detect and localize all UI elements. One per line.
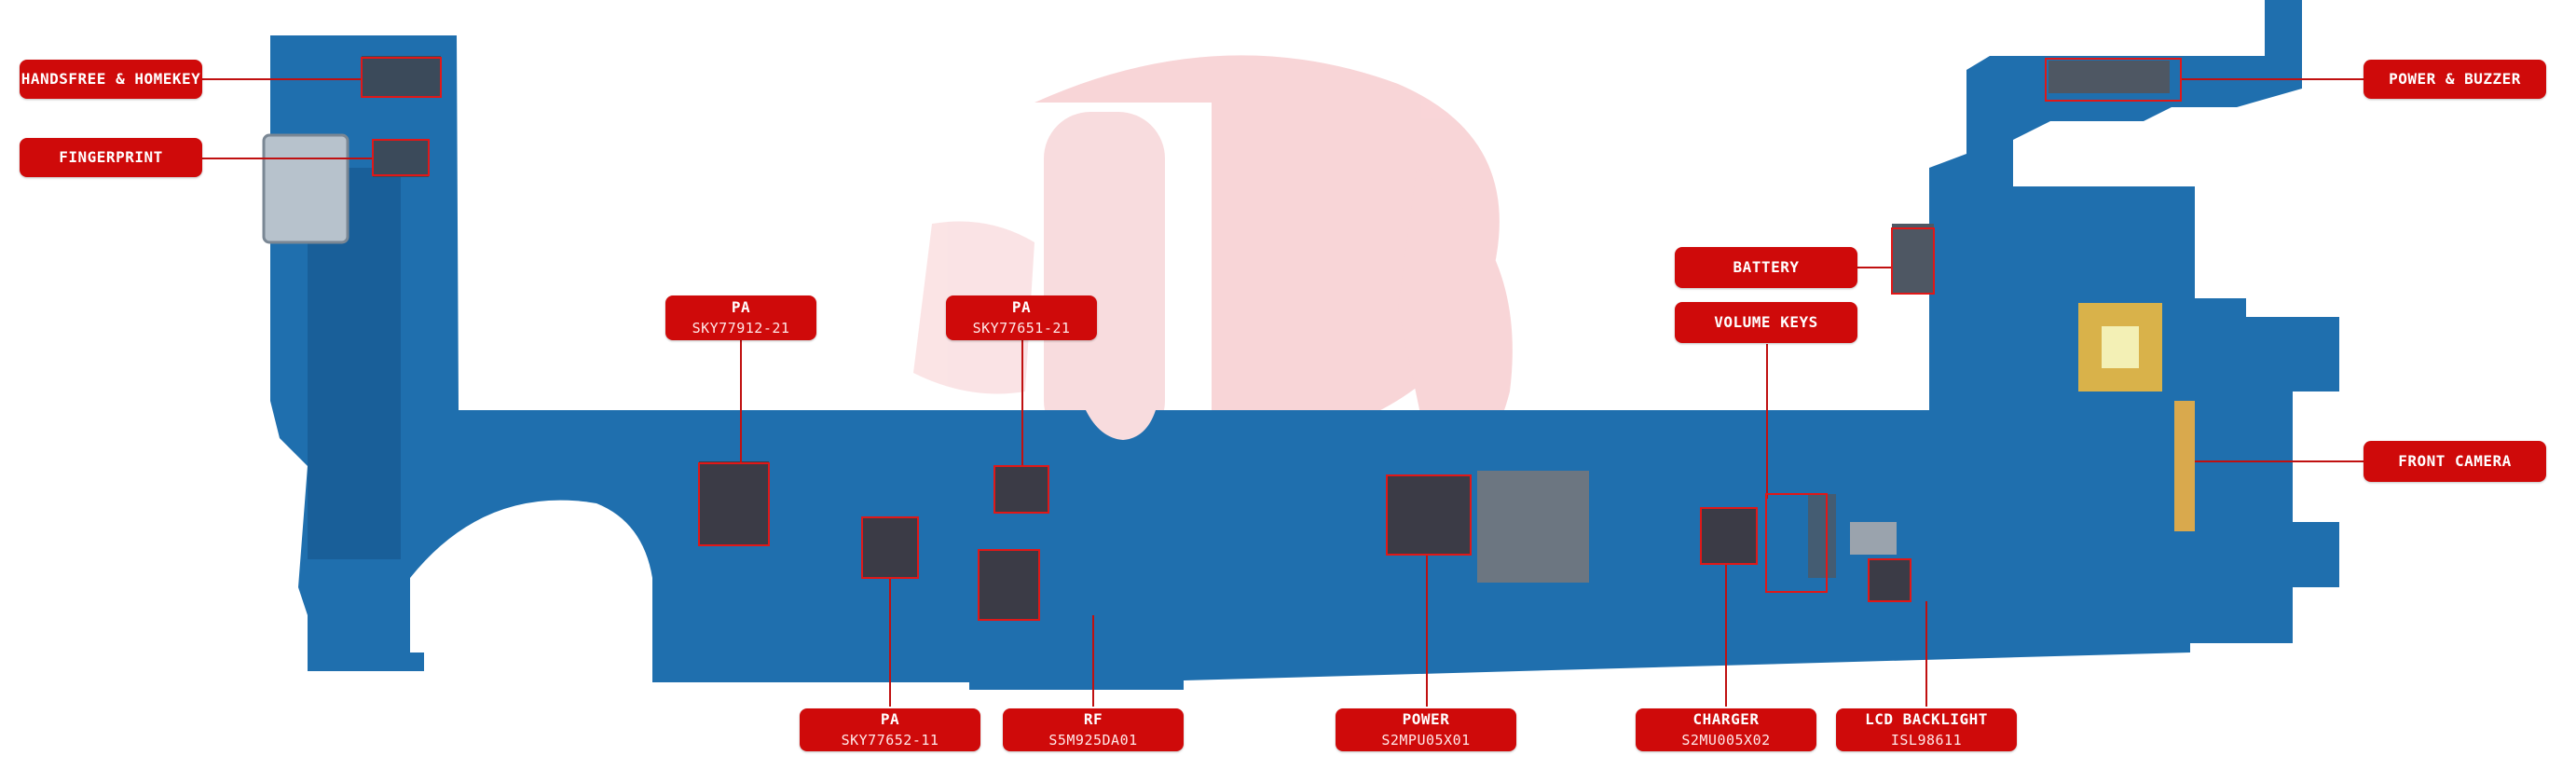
label-pa-1-name: PA: [731, 298, 751, 317]
label-front-camera-name: FRONT CAMERA: [2398, 451, 2512, 470]
label-fingerprint: FINGERPRINT: [20, 138, 202, 177]
label-front-camera: FRONT CAMERA: [2364, 441, 2546, 482]
label-pa-1-part: SKY77912-21: [692, 319, 790, 337]
label-battery: BATTERY: [1675, 247, 1857, 288]
label-pa-1: PA SKY77912-21: [665, 295, 816, 340]
label-lcd-backlight-name: LCD BACKLIGHT: [1865, 710, 1988, 729]
label-lcd-backlight: LCD BACKLIGHT ISL98611: [1836, 708, 2017, 751]
label-pa-3-name: PA: [880, 710, 900, 729]
label-pa-2-name: PA: [1011, 298, 1032, 317]
usb-connector: [262, 133, 349, 244]
label-pa-3: PA SKY77652-11: [800, 708, 980, 751]
label-pa-2: PA SKY77651-21: [946, 295, 1097, 340]
pcb-arc-cutout: [410, 500, 652, 652]
label-handsfree-homekey-name: HANDSFREE & HOMEKEY: [21, 69, 201, 88]
label-battery-name: BATTERY: [1733, 257, 1800, 276]
label-power-name: POWER: [1402, 710, 1450, 729]
label-lcd-backlight-part: ISL98611: [1890, 731, 1963, 749]
label-power-part: S2MPU05X01: [1381, 731, 1471, 749]
label-volume-keys: VOLUME KEYS: [1675, 302, 1857, 343]
label-rf-name: RF: [1083, 710, 1103, 729]
label-fingerprint-name: FINGERPRINT: [59, 147, 163, 166]
watermark-logo: B: [913, 55, 1513, 485]
label-handsfree-homekey: HANDSFREE & HOMEKEY: [20, 60, 202, 99]
label-charger-part: S2MU005X02: [1681, 731, 1771, 749]
label-power: POWER S2MPU05X01: [1336, 708, 1516, 751]
pcb-board: [262, 0, 2339, 690]
label-charger-name: CHARGER: [1692, 710, 1760, 729]
label-rf: RF S5M925DA01: [1003, 708, 1184, 751]
label-power-buzzer: POWER & BUZZER: [2364, 60, 2546, 99]
leader-lines: [202, 57, 2364, 707]
label-pa-3-part: SKY77652-11: [841, 731, 939, 749]
label-volume-keys-name: VOLUME KEYS: [1714, 312, 1818, 331]
label-charger: CHARGER S2MU005X02: [1636, 708, 1816, 751]
label-power-buzzer-name: POWER & BUZZER: [2389, 69, 2521, 88]
label-pa-2-part: SKY77651-21: [972, 319, 1071, 337]
label-rf-part: S5M925DA01: [1048, 731, 1138, 749]
